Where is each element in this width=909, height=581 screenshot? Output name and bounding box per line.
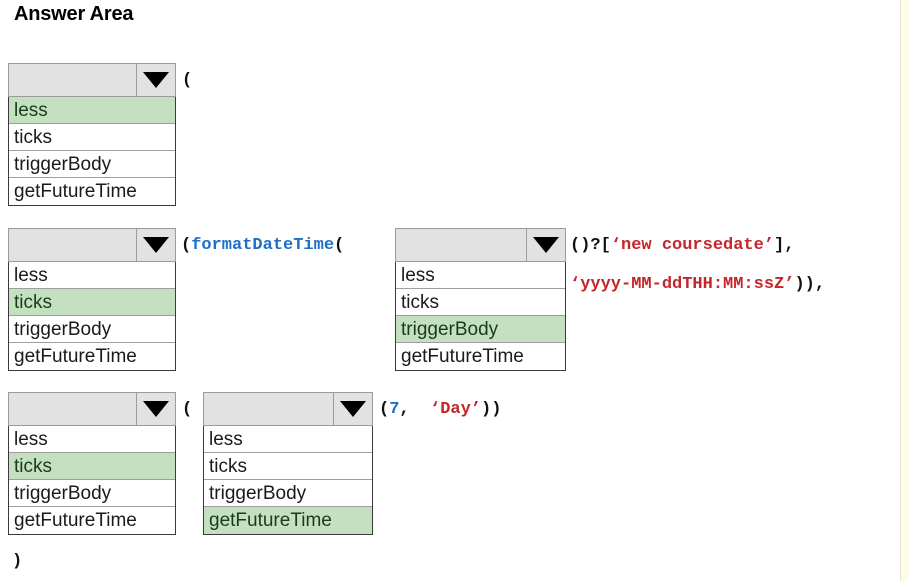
dropdown-5-option-getfuturetime[interactable]: getFutureTime bbox=[204, 507, 372, 534]
chevron-down-icon bbox=[143, 401, 169, 417]
code-line2-left: (formatDateTime( bbox=[181, 236, 344, 255]
code-string-new-coursedate: ‘new coursedate’ bbox=[610, 236, 775, 255]
code-line4-right: (7, ‘Day’)) bbox=[379, 400, 501, 419]
dropdown-5[interactable]: less ticks triggerBody getFutureTime bbox=[203, 392, 373, 535]
dropdown-2-option-triggerbody[interactable]: triggerBody bbox=[9, 316, 175, 343]
code-string-day: ‘Day’ bbox=[430, 400, 482, 419]
chevron-down-icon bbox=[340, 401, 366, 417]
dropdown-5-option-list[interactable]: less ticks triggerBody getFutureTime bbox=[203, 426, 373, 535]
dropdown-3-closed-control[interactable] bbox=[395, 228, 566, 262]
dropdown-2-value[interactable] bbox=[9, 229, 137, 261]
dropdown-5-option-ticks[interactable]: ticks bbox=[204, 453, 372, 480]
page-title: Answer Area bbox=[14, 3, 134, 25]
dropdown-1-value[interactable] bbox=[9, 64, 137, 96]
code-line5-close-paren: ) bbox=[12, 552, 23, 571]
dropdown-2[interactable]: less ticks triggerBody getFutureTime bbox=[8, 228, 176, 371]
code-accessor-open: ()?[ bbox=[570, 236, 611, 255]
dropdown-2-chevron-down-icon[interactable] bbox=[137, 229, 175, 261]
dropdown-2-closed-control[interactable] bbox=[8, 228, 176, 262]
code-fn-formatdatetime: formatDateTime bbox=[191, 236, 335, 255]
dropdown-1-option-less[interactable]: less bbox=[9, 97, 175, 124]
code-open-paren-3: ( bbox=[334, 236, 345, 255]
code-number-7: 7 bbox=[389, 400, 400, 419]
dropdown-1[interactable]: less ticks triggerBody getFutureTime bbox=[8, 63, 176, 206]
dropdown-1-option-triggerbody[interactable]: triggerBody bbox=[9, 151, 175, 178]
code-string-date-format: ‘yyyy-MM-ddTHH:MM:ssZ’ bbox=[570, 275, 795, 294]
dropdown-3-chevron-down-icon[interactable] bbox=[527, 229, 565, 261]
dropdown-5-option-less[interactable]: less bbox=[204, 426, 372, 453]
dropdown-2-option-ticks[interactable]: ticks bbox=[9, 289, 175, 316]
dropdown-3-option-less[interactable]: less bbox=[396, 262, 565, 289]
chevron-down-icon bbox=[533, 237, 559, 253]
page-right-edge-strip bbox=[900, 0, 909, 581]
code-line3-right: ‘yyyy-MM-ddTHH:MM:ssZ’)), bbox=[570, 275, 825, 294]
dropdown-1-closed-control[interactable] bbox=[8, 63, 176, 97]
dropdown-4-closed-control[interactable] bbox=[8, 392, 176, 426]
chevron-down-icon bbox=[143, 72, 169, 88]
dropdown-5-option-triggerbody[interactable]: triggerBody bbox=[204, 480, 372, 507]
dropdown-3-option-getfuturetime[interactable]: getFutureTime bbox=[396, 343, 565, 370]
dropdown-4-value[interactable] bbox=[9, 393, 137, 425]
dropdown-3-option-ticks[interactable]: ticks bbox=[396, 289, 565, 316]
dropdown-1-option-list[interactable]: less ticks triggerBody getFutureTime bbox=[8, 97, 176, 206]
dropdown-1-option-ticks[interactable]: ticks bbox=[9, 124, 175, 151]
dropdown-3-option-list[interactable]: less ticks triggerBody getFutureTime bbox=[395, 262, 566, 371]
dropdown-4-option-getfuturetime[interactable]: getFutureTime bbox=[9, 507, 175, 534]
code-accessor-close: ], bbox=[774, 236, 795, 255]
code-line4-open-paren: ( bbox=[182, 400, 193, 419]
dropdown-3-value[interactable] bbox=[396, 229, 527, 261]
dropdown-2-option-less[interactable]: less bbox=[9, 262, 175, 289]
dropdown-4-option-triggerbody[interactable]: triggerBody bbox=[9, 480, 175, 507]
dropdown-4-option-less[interactable]: less bbox=[9, 426, 175, 453]
dropdown-5-closed-control[interactable] bbox=[203, 392, 373, 426]
dropdown-2-option-getfuturetime[interactable]: getFutureTime bbox=[9, 343, 175, 370]
chevron-down-icon bbox=[143, 237, 169, 253]
code-line3-close-parens: )), bbox=[794, 275, 826, 294]
code-open-paren-2: ( bbox=[181, 236, 192, 255]
dropdown-4-option-ticks[interactable]: ticks bbox=[9, 453, 175, 480]
dropdown-5-chevron-down-icon[interactable] bbox=[334, 393, 372, 425]
dropdown-1-option-getfuturetime[interactable]: getFutureTime bbox=[9, 178, 175, 205]
dropdown-5-value[interactable] bbox=[204, 393, 334, 425]
dropdown-2-option-list[interactable]: less ticks triggerBody getFutureTime bbox=[8, 262, 176, 371]
code-line4-close-parens: )) bbox=[481, 400, 502, 419]
dropdown-3[interactable]: less ticks triggerBody getFutureTime bbox=[395, 228, 566, 371]
dropdown-3-option-triggerbody[interactable]: triggerBody bbox=[396, 316, 565, 343]
code-line2-right: ()?[‘new coursedate’], bbox=[570, 236, 794, 255]
dropdown-1-chevron-down-icon[interactable] bbox=[137, 64, 175, 96]
code-line1-open-paren: ( bbox=[182, 71, 193, 90]
dropdown-4-chevron-down-icon[interactable] bbox=[137, 393, 175, 425]
code-open-paren-4: ( bbox=[379, 400, 390, 419]
code-comma: , bbox=[399, 400, 431, 419]
dropdown-4-option-list[interactable]: less ticks triggerBody getFutureTime bbox=[8, 426, 176, 535]
dropdown-4[interactable]: less ticks triggerBody getFutureTime bbox=[8, 392, 176, 535]
